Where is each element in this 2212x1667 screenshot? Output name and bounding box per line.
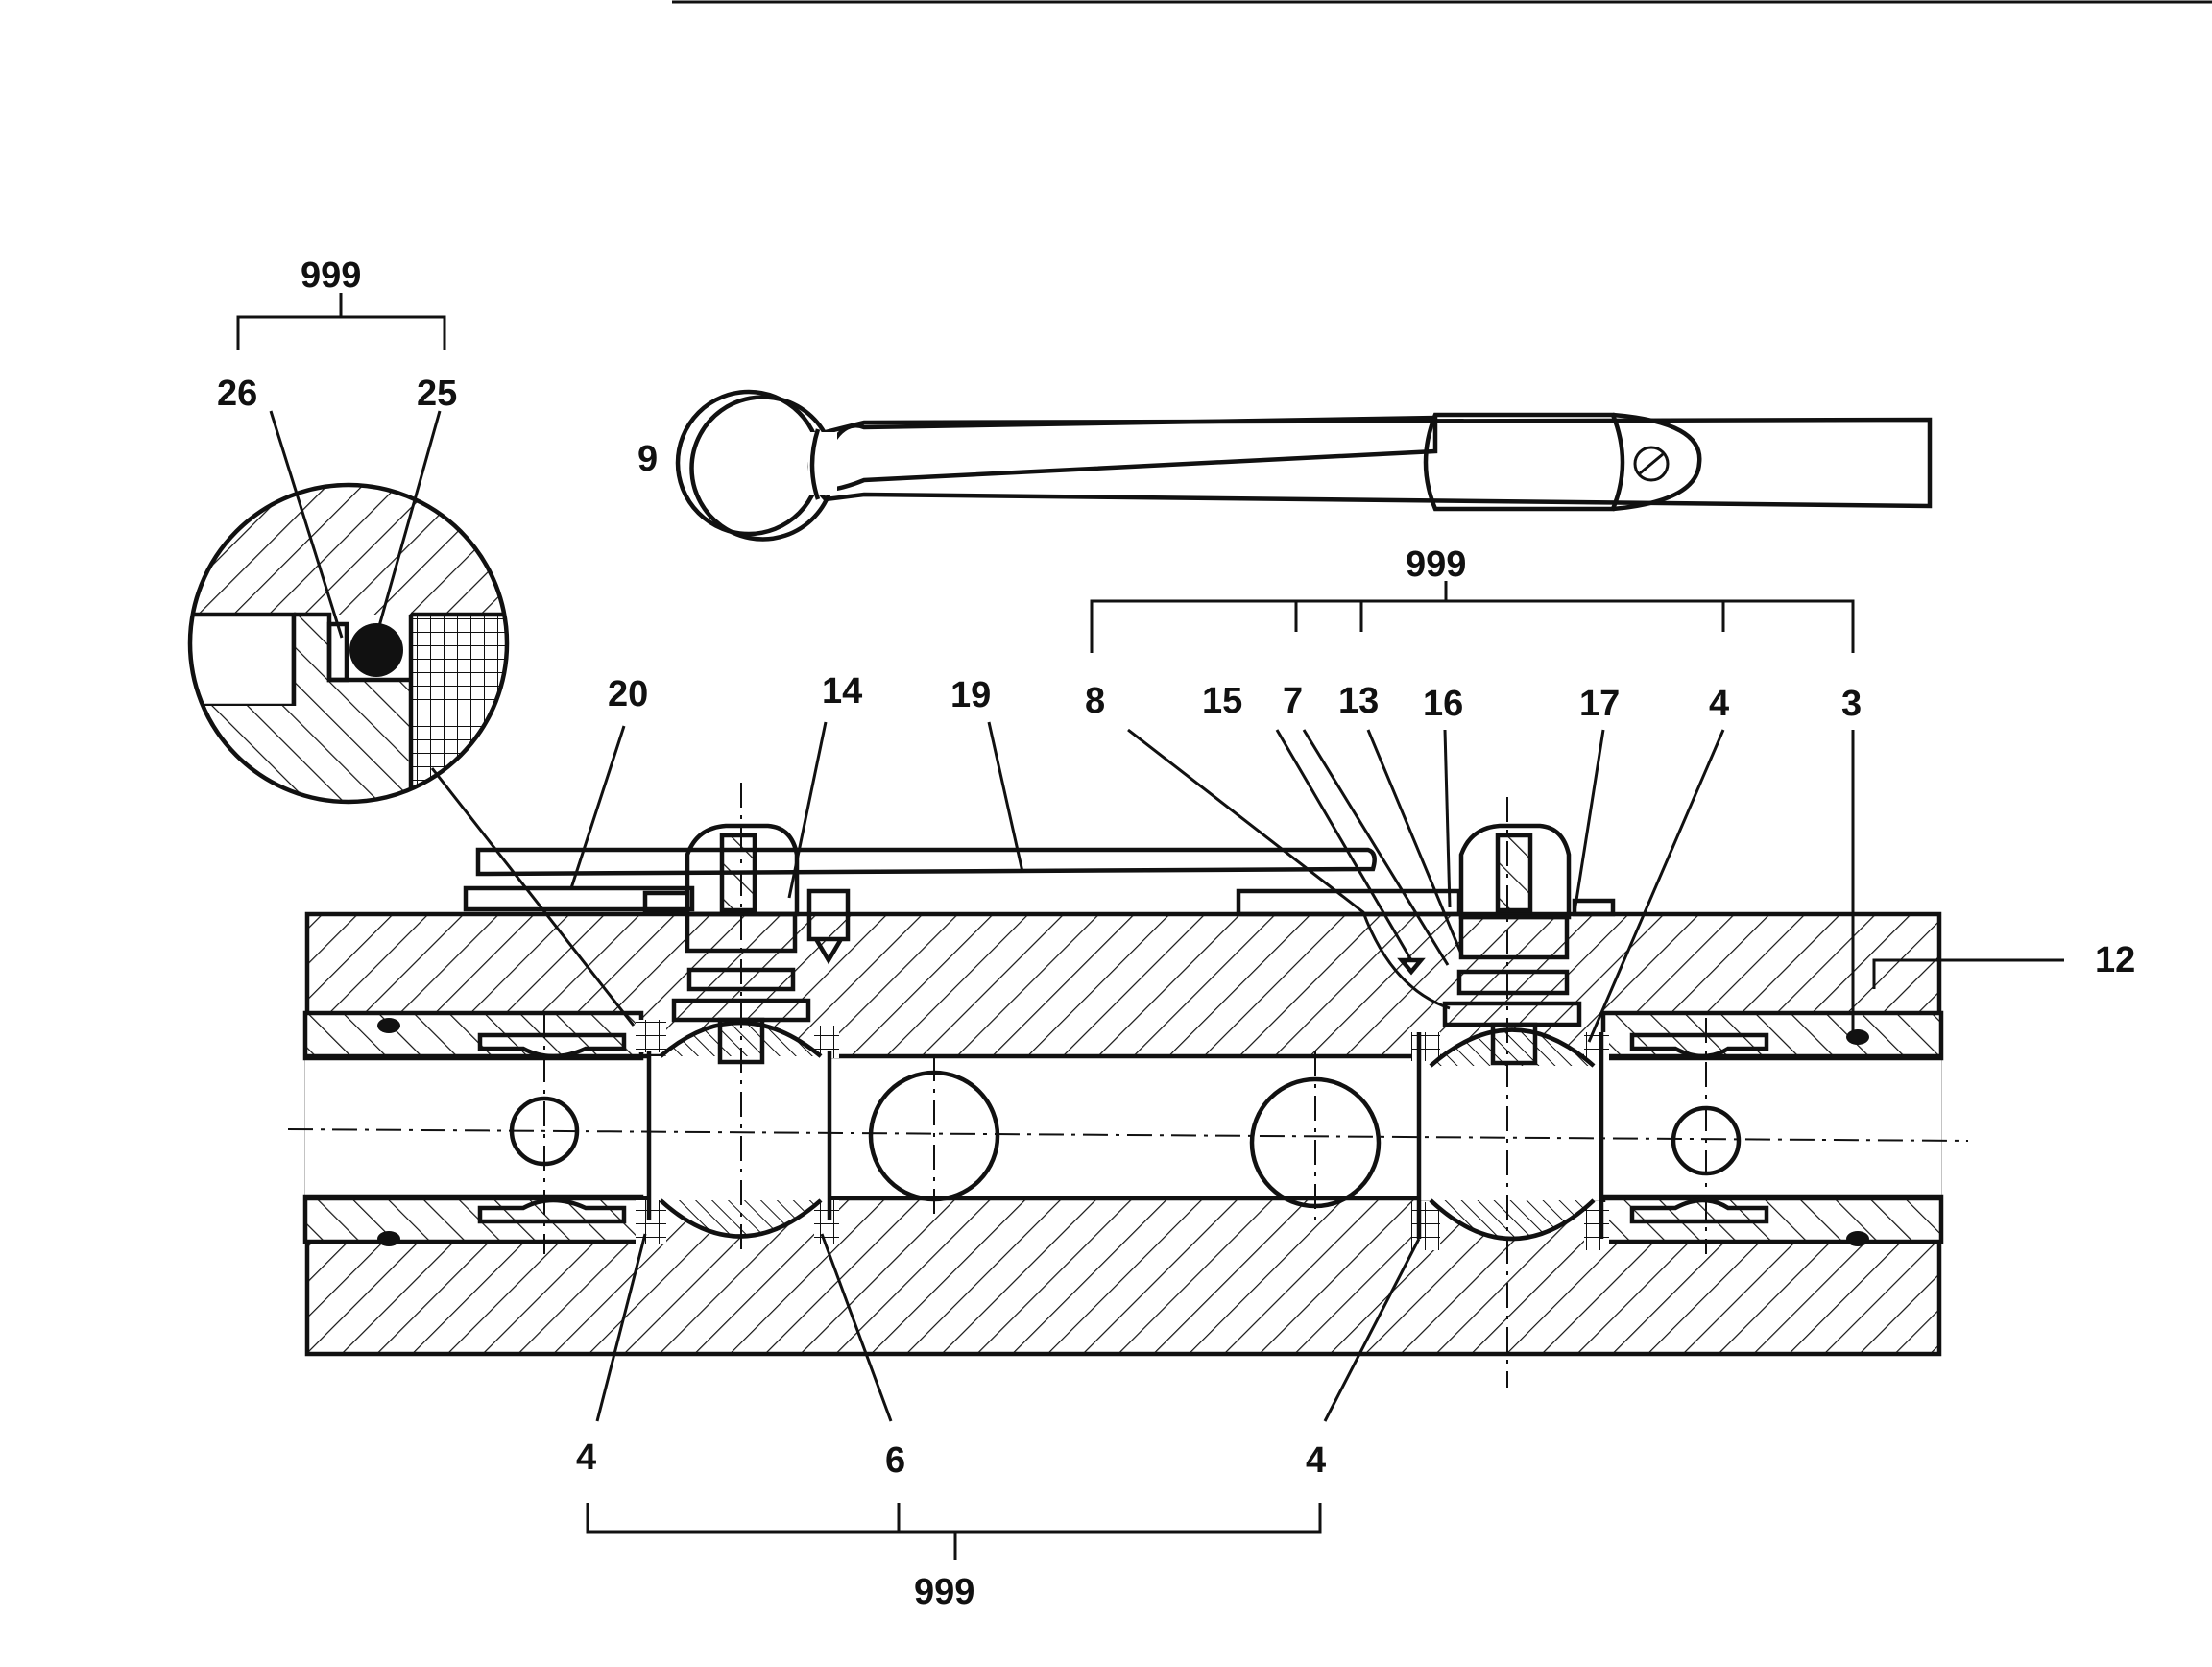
label-top-group: 999 — [1406, 544, 1466, 585]
leader-lines — [236, 293, 2064, 1560]
label-26: 26 — [217, 374, 257, 414]
label-4-top: 4 — [1709, 684, 1729, 724]
detail-magnified-seal — [187, 482, 510, 805]
label-15: 15 — [1202, 681, 1242, 721]
label-4-bottom-right: 4 — [1306, 1440, 1326, 1481]
label-detail-group: 999 — [301, 255, 361, 296]
handle-lever — [675, 389, 1933, 542]
label-13: 13 — [1338, 681, 1379, 721]
label-bottom-group: 999 — [914, 1572, 974, 1612]
label-20: 20 — [608, 674, 648, 714]
right-ball-assembly — [1397, 823, 1609, 1250]
label-19: 19 — [950, 675, 991, 715]
label-12: 12 — [2095, 940, 2135, 980]
label-7: 7 — [1283, 681, 1303, 721]
top-plate — [463, 847, 1616, 917]
label-handle-9: 9 — [637, 439, 658, 479]
label-6: 6 — [885, 1440, 905, 1481]
label-16: 16 — [1423, 684, 1463, 724]
label-3: 3 — [1841, 684, 1862, 724]
left-ball-assembly — [636, 823, 851, 1244]
label-17: 17 — [1579, 684, 1620, 724]
label-25: 25 — [417, 374, 457, 414]
valve-body — [302, 911, 1944, 1357]
label-4-bottom-left: 4 — [576, 1437, 596, 1478]
label-14: 14 — [822, 671, 862, 712]
label-8: 8 — [1085, 681, 1105, 721]
